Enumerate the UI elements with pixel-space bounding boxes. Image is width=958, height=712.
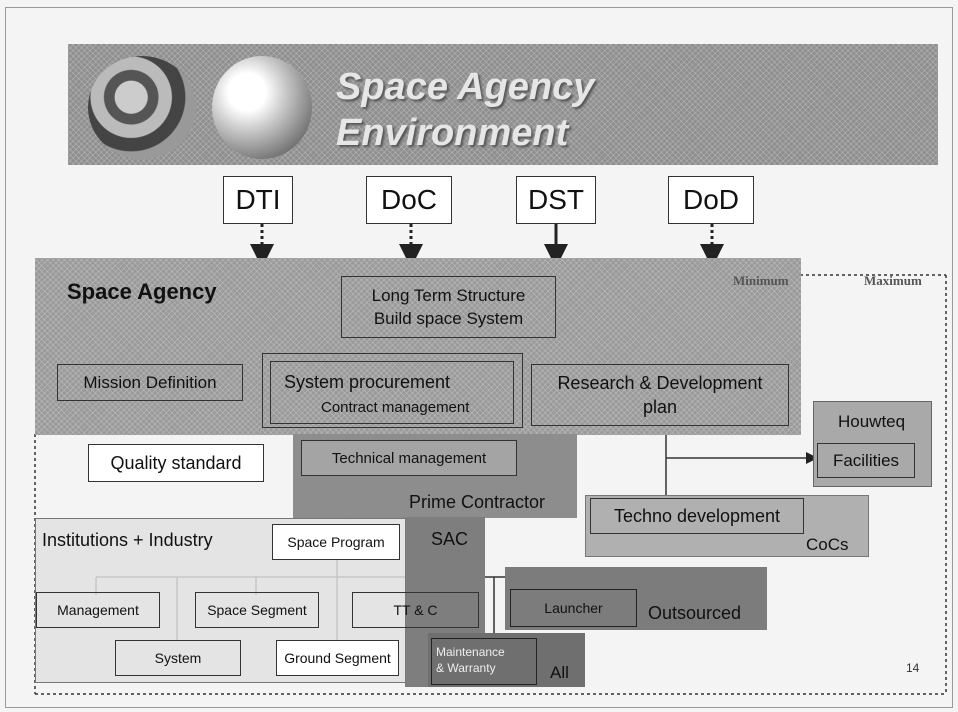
dept-dst: DST xyxy=(516,176,596,224)
page-number: 14 xyxy=(906,661,920,675)
cocs-region xyxy=(585,495,869,557)
title-banner xyxy=(68,44,938,165)
rd-line-2: plan xyxy=(642,397,678,417)
scale-maximum: Maximum xyxy=(864,273,922,288)
system-procurement-box: System procurement Contract management xyxy=(270,361,514,424)
contract-management-label: Contract management xyxy=(321,399,470,416)
space-agency-label: Space Agency xyxy=(67,279,217,304)
space-agency-band xyxy=(35,258,801,435)
all-region xyxy=(428,633,585,687)
long-term-line-1: Long Term Structure xyxy=(371,286,526,305)
prime-contractor-label: Prime Contractor xyxy=(409,492,546,512)
maintenance-line-1: Maintenance xyxy=(436,645,505,659)
dept-dti: DTI xyxy=(223,176,293,224)
quality-standard-box: Quality standard xyxy=(88,444,264,482)
title-line-2: Environment xyxy=(336,112,569,154)
title-image-sphere xyxy=(212,56,312,159)
slide-frame xyxy=(5,7,953,708)
title-line-1: Space Agency xyxy=(336,66,595,108)
space-segment-box: Space Segment xyxy=(195,592,319,628)
ground-segment-box: Ground Segment xyxy=(276,640,399,676)
maintenance-line-2: & Warranty xyxy=(436,661,496,675)
rd-plan-box: Research & Development plan xyxy=(531,364,789,426)
system-procurement-label: System procurement xyxy=(284,372,451,392)
houwteq-region xyxy=(813,401,932,487)
cocs-label: CoCs xyxy=(806,535,849,554)
facilities-box: Facilities xyxy=(817,443,915,478)
long-term-line-2: Build space System xyxy=(373,309,524,328)
page-title: Space Agency Environment xyxy=(336,64,594,156)
launcher-box: Launcher xyxy=(510,589,637,627)
scale-minimum: Minimum xyxy=(733,273,789,288)
all-label: All xyxy=(550,663,569,682)
title-image-leaves xyxy=(88,56,196,159)
techno-development-box: Techno development xyxy=(590,498,804,534)
dept-dod: DoD xyxy=(668,176,754,224)
outsourced-label: Outsourced xyxy=(648,603,742,623)
system-box: System xyxy=(115,640,241,676)
ttc-box: TT & C xyxy=(352,592,479,628)
technical-management-box: Technical management xyxy=(301,440,517,476)
management-box: Management xyxy=(36,592,160,628)
institutions-industry-label: Institutions + Industry xyxy=(42,530,213,550)
dept-doc: DoC xyxy=(366,176,452,224)
sac-label: SAC xyxy=(431,529,469,549)
long-term-structure-box: Long Term Structure Build space System xyxy=(341,276,556,338)
system-procurement-outer xyxy=(262,353,523,428)
maintenance-warranty-box: Maintenance & Warranty xyxy=(431,638,537,685)
rd-line-1: Research & Development xyxy=(557,373,763,393)
mission-definition-box: Mission Definition xyxy=(57,364,243,401)
houwteq-label: Houwteq xyxy=(838,412,906,431)
space-program-box: Space Program xyxy=(272,524,400,560)
